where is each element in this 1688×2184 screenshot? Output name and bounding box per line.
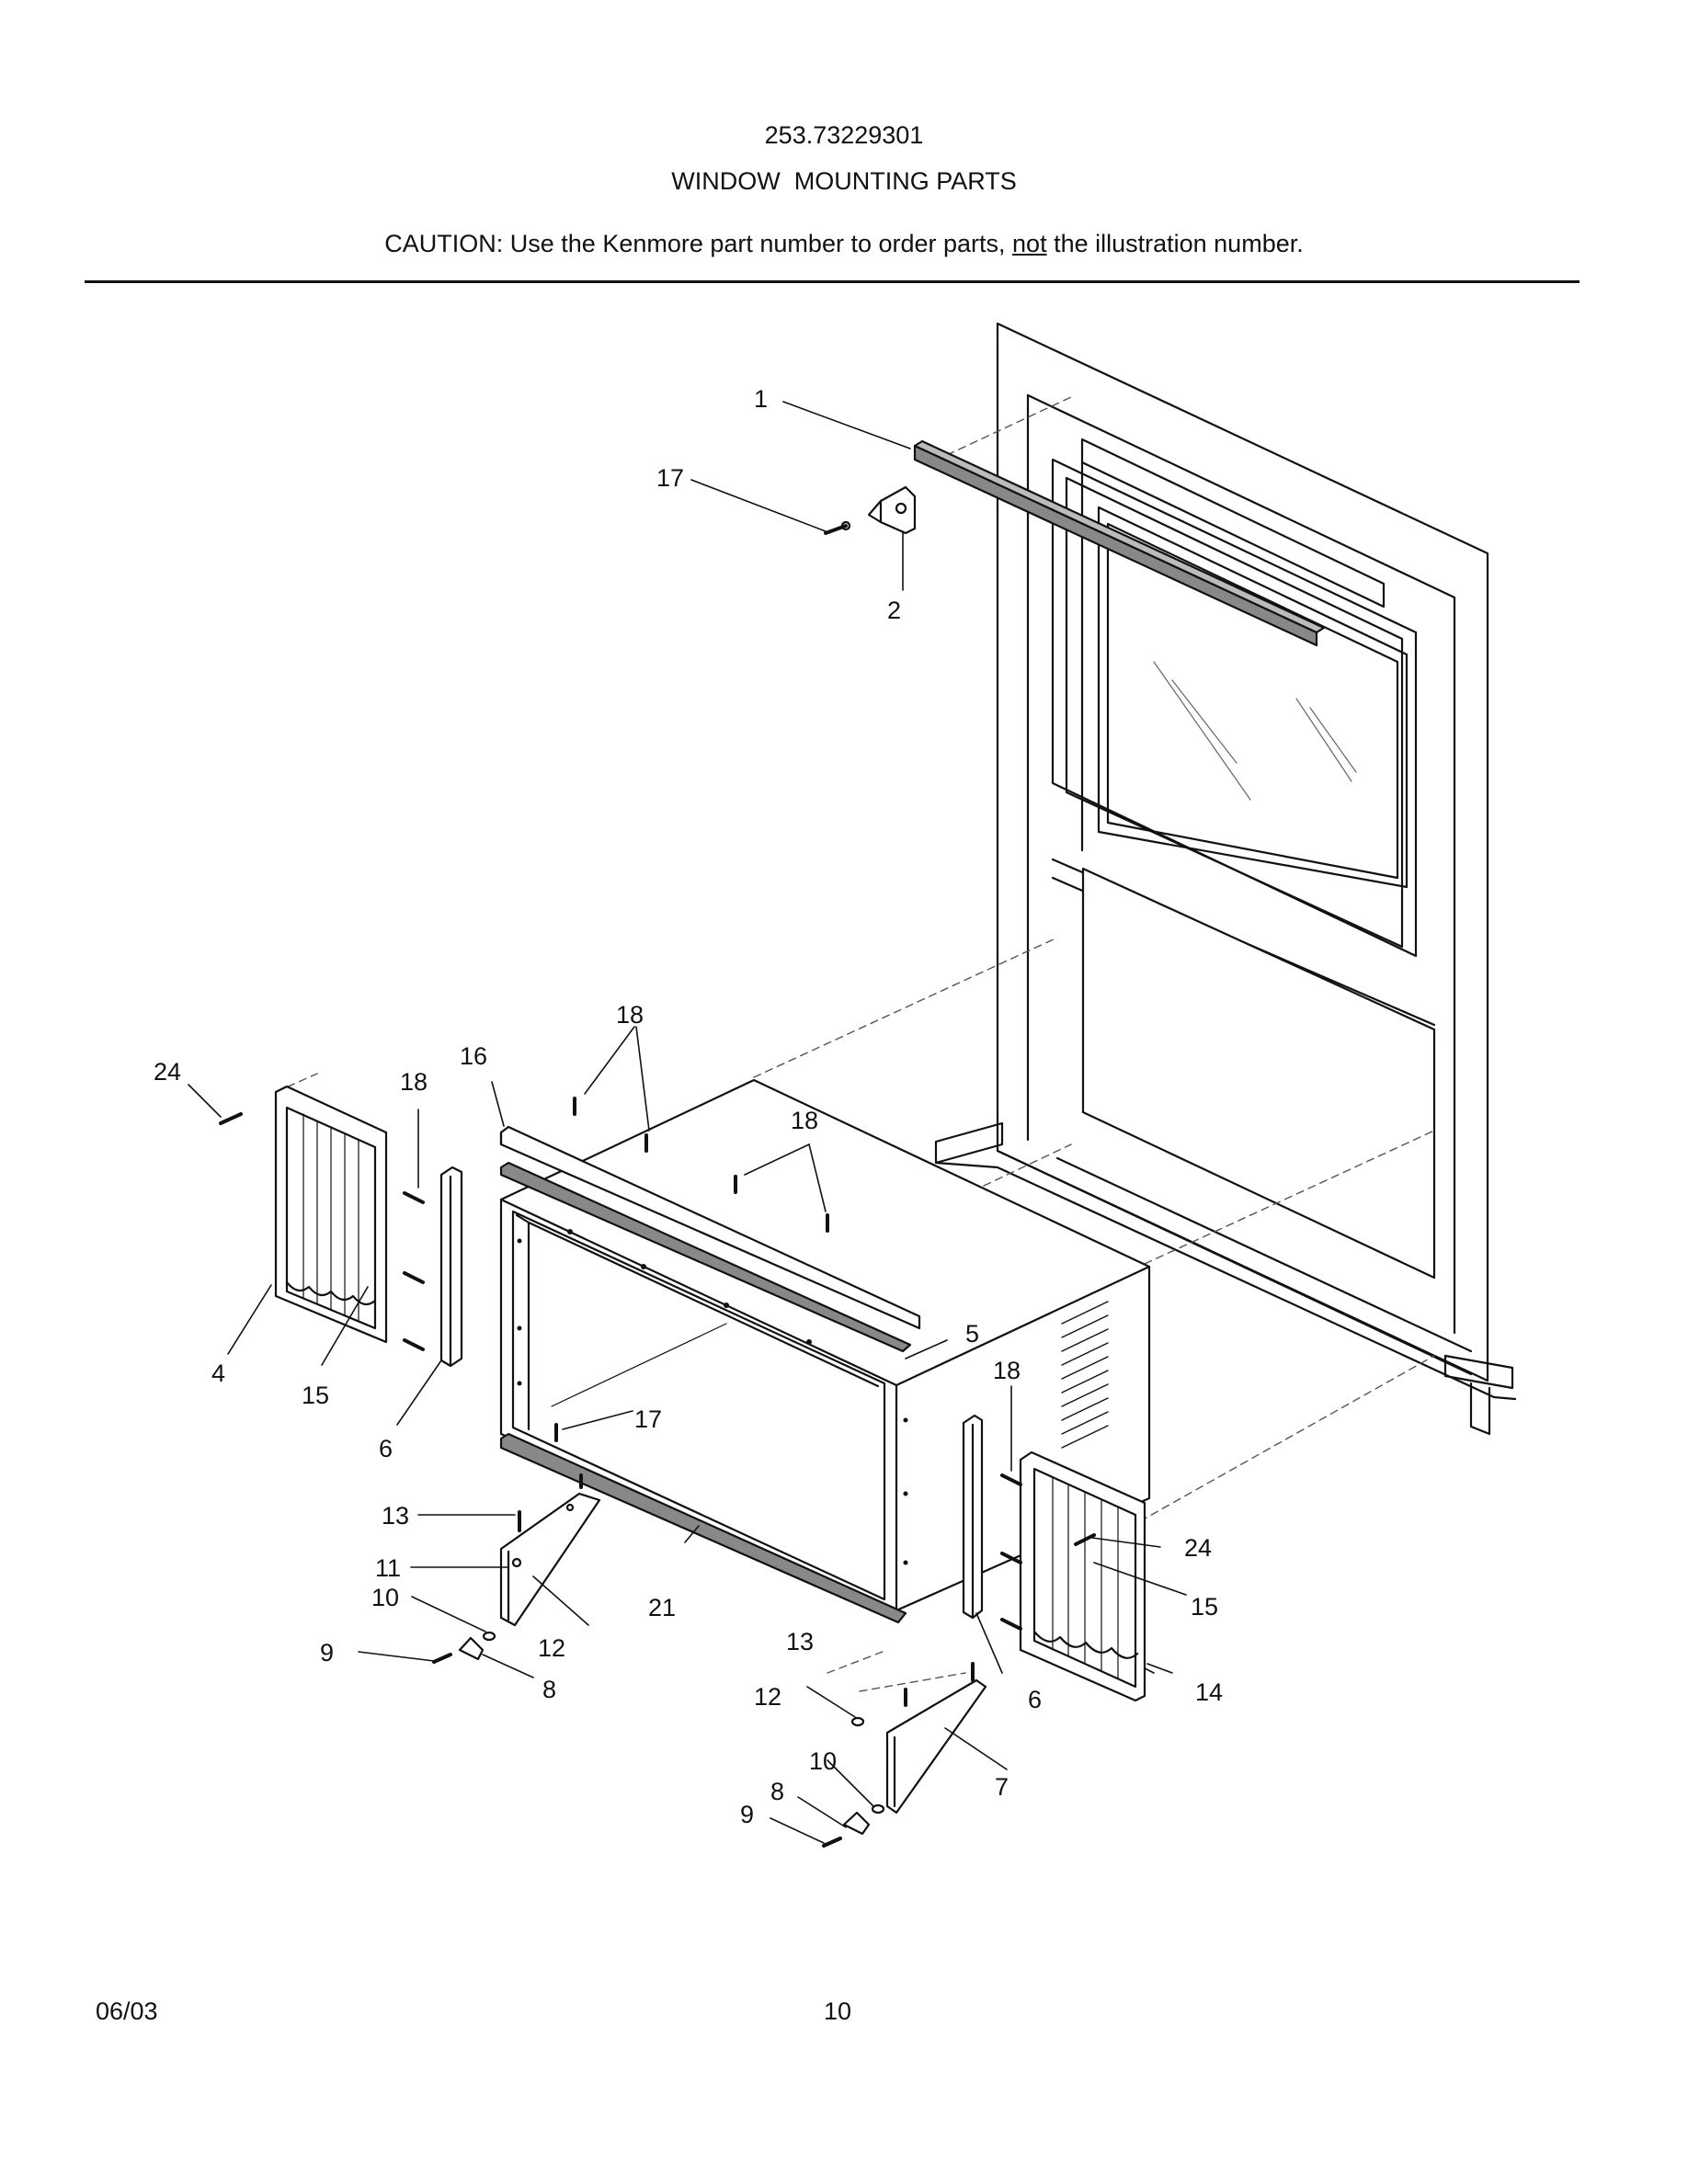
screw-13-right — [904, 1662, 975, 1707]
callout-13-right: 13 — [786, 1628, 814, 1655]
header-rule — [85, 280, 1580, 283]
model-number: 253.73229301 — [764, 121, 924, 149]
foot-8-left — [458, 1636, 485, 1661]
screw-9-right — [822, 1837, 842, 1848]
callout-24-left: 24 — [154, 1058, 181, 1086]
callout-21: 21 — [648, 1594, 676, 1621]
callout-5: 5 — [965, 1320, 979, 1348]
callout-6-right: 6 — [1028, 1686, 1042, 1713]
callout-24-right: 24 — [1184, 1534, 1212, 1562]
bottom-foam-seal — [499, 1432, 907, 1624]
callout-18-top-b: 18 — [791, 1107, 818, 1134]
caution-emphasis: not — [1012, 230, 1047, 257]
left-support-bracket — [499, 1492, 601, 1627]
screw-9-left — [432, 1653, 452, 1664]
right-curtain-panel — [1019, 1450, 1146, 1702]
callout-18-left: 18 — [400, 1068, 428, 1096]
callout-4: 4 — [211, 1359, 225, 1387]
callout-8-right: 8 — [770, 1778, 784, 1805]
washer-12-right — [850, 1716, 865, 1727]
callout-13-left: 13 — [382, 1502, 409, 1530]
left-curtain-panel — [274, 1085, 388, 1344]
right-side-rail — [962, 1414, 984, 1620]
caution-suffix: the illustration number. — [1046, 230, 1304, 257]
foam-seal-top — [499, 1161, 912, 1353]
top-channel-strip — [913, 439, 1326, 647]
sash-bracket — [867, 485, 917, 535]
callout-16: 16 — [460, 1042, 487, 1070]
nut-10-left — [482, 1631, 496, 1642]
caution-prefix: CAUTION: Use the Kenmore part number to … — [384, 230, 1013, 257]
callout-18-top-a: 18 — [616, 1001, 644, 1029]
page-title: WINDOW MOUNTING PARTS — [671, 167, 1017, 195]
callout-17-bottom: 17 — [634, 1405, 662, 1433]
footer-page-number: 10 — [824, 1997, 852, 2025]
screw-24-left — [219, 1112, 243, 1125]
screws-18 — [403, 1097, 1022, 1631]
callout-12-left: 12 — [538, 1634, 565, 1662]
callout-15-left: 15 — [302, 1382, 329, 1409]
callout-6-left: 6 — [379, 1435, 393, 1462]
caution-note: CAUTION: Use the Kenmore part number to … — [0, 230, 1688, 258]
callout-12-right: 12 — [754, 1683, 781, 1711]
screw-24-right — [1074, 1533, 1096, 1546]
leader-lines — [188, 401, 1187, 1844]
foot-8-right — [842, 1811, 871, 1836]
window-frame — [934, 322, 1517, 1436]
right-support-bracket — [885, 1678, 987, 1814]
callout-18-right: 18 — [993, 1357, 1021, 1384]
callout-9-left: 9 — [320, 1639, 334, 1666]
left-side-rail — [439, 1166, 463, 1368]
footer-date: 06/03 — [96, 1997, 158, 2025]
screw-17-top — [824, 520, 851, 535]
callout-2: 2 — [887, 597, 901, 624]
top-rail — [499, 1125, 921, 1330]
callout-8-left: 8 — [542, 1676, 556, 1703]
callout-14: 14 — [1195, 1678, 1223, 1706]
callout-17-top: 17 — [656, 464, 684, 492]
callout-7: 7 — [995, 1773, 1009, 1801]
callout-9-right: 9 — [740, 1801, 754, 1828]
nut-10-right — [871, 1803, 885, 1814]
callout-labels: 1 17 2 18 18 16 18 24 4 15 6 5 18 17 21 … — [154, 385, 1223, 1828]
callout-11: 11 — [375, 1554, 401, 1582]
callout-10-right: 10 — [809, 1747, 837, 1775]
callout-1: 1 — [754, 385, 768, 413]
callout-15-right: 15 — [1191, 1593, 1218, 1621]
callout-10-left: 10 — [371, 1584, 399, 1611]
